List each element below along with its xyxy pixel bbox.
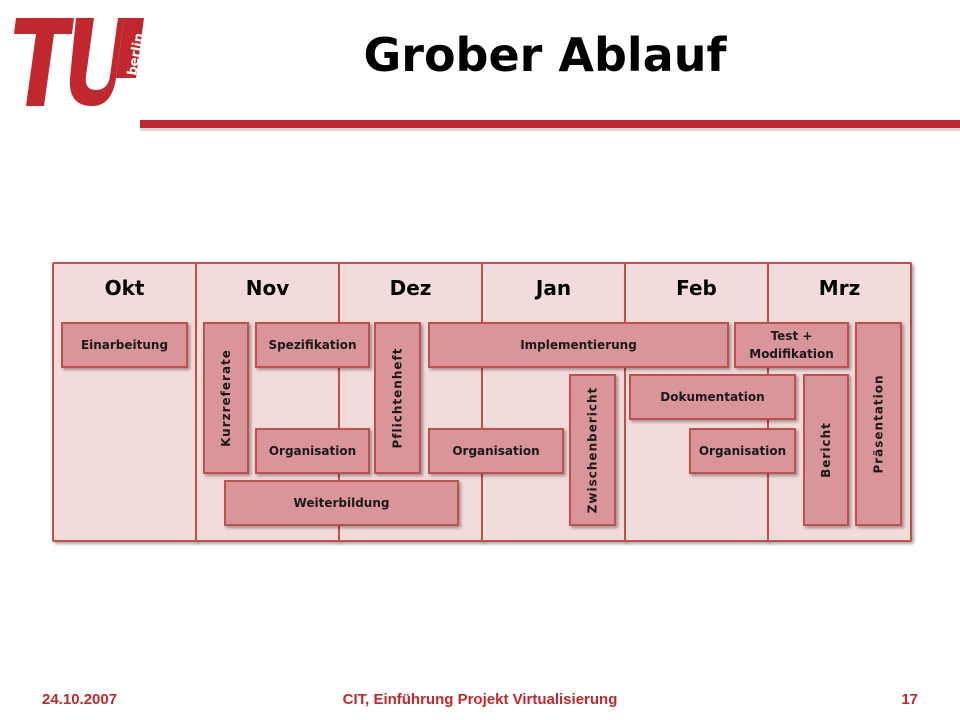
task-test-modifikation: Test + Modifikation: [734, 322, 849, 368]
timeline-diagram: Okt Nov Dez Jan Feb Mrz Einarbeitung Kur…: [52, 262, 912, 542]
task-organisation-nov: Organisation: [255, 428, 370, 474]
task-organisation-jan: Organisation: [428, 428, 564, 474]
month-column-okt: Okt: [52, 262, 197, 542]
task-label: Test + Modifikation: [749, 329, 834, 361]
task-weiterbildung: Weiterbildung: [224, 480, 459, 526]
task-kurzreferate: Kurzreferate: [203, 322, 249, 474]
task-label: Pflichtenheft: [390, 347, 405, 449]
footer-page-number: 17: [901, 691, 918, 708]
month-label: Mrz: [818, 276, 861, 300]
title-divider: [140, 120, 960, 128]
task-zwischenbericht: Zwischenbericht: [569, 374, 616, 526]
task-label: Organisation: [452, 444, 540, 458]
page-title: Grober Ablauf: [363, 28, 727, 82]
footer-date: 24.10.2007: [42, 691, 118, 708]
month-label: Dez: [389, 276, 432, 300]
task-spezifikation: Spezifikation: [255, 322, 370, 368]
task-organisation-feb: Organisation: [689, 428, 796, 474]
footer-title: CIT, Einführung Projekt Virtualisierung: [342, 691, 618, 708]
tu-berlin-logo: berlin: [14, 18, 147, 106]
task-label: Weiterbildung: [293, 496, 390, 510]
month-label: Jan: [535, 276, 572, 300]
task-label: Bericht: [819, 422, 833, 478]
task-label: Implementierung: [520, 338, 637, 352]
month-label: Nov: [245, 276, 290, 300]
task-einarbeitung: Einarbeitung: [61, 322, 188, 368]
task-label: Kurzreferate: [219, 349, 233, 447]
task-label: Spezifikation: [268, 338, 357, 352]
task-label: Präsentation: [871, 374, 886, 474]
task-praesentation: Präsentation: [855, 322, 902, 526]
logo-berlin-text: berlin: [125, 32, 147, 77]
task-implementierung: Implementierung: [428, 322, 729, 368]
task-label: Einarbeitung: [80, 338, 169, 352]
task-pflichtenheft: Pflichtenheft: [374, 322, 421, 474]
task-label: Organisation: [698, 444, 787, 458]
task-label: Zwischenbericht: [585, 386, 600, 514]
task-dokumentation: Dokumentation: [629, 374, 796, 420]
task-bericht: Bericht: [803, 374, 849, 526]
task-label: Organisation: [268, 444, 357, 458]
month-label: Okt: [104, 276, 145, 300]
task-label: Dokumentation: [660, 390, 765, 404]
title-divider-shadow: [140, 128, 960, 131]
month-label: Feb: [676, 276, 717, 300]
